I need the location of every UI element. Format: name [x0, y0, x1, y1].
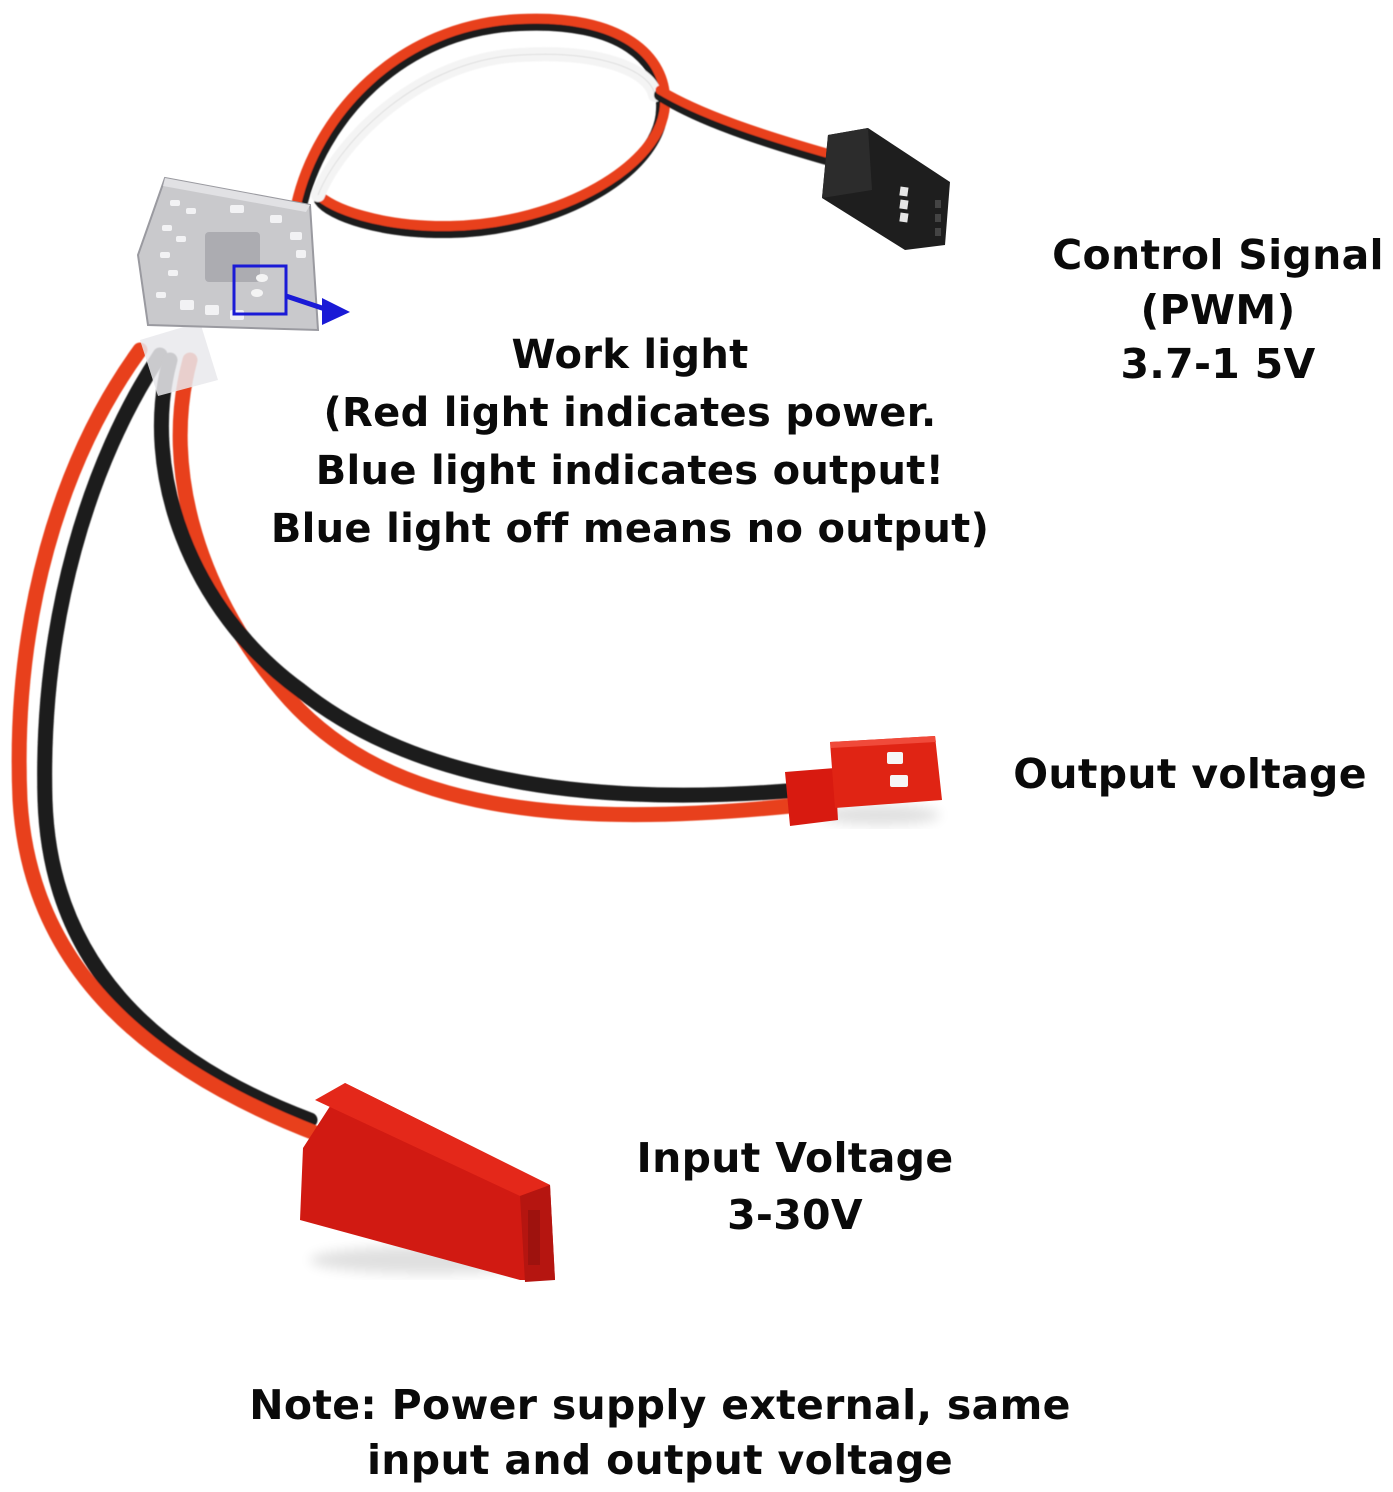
input-lead-wire [11, 342, 328, 1143]
output-jst-connector [785, 736, 942, 826]
work-light-line-2: Blue light indicates output! [315, 448, 945, 494]
note-line-1: Note: Power supply external, same [249, 1381, 1071, 1429]
output-wire-black [153, 352, 808, 803]
servo-connector [822, 128, 950, 250]
pcb-chip [205, 232, 260, 282]
work-light-title: Work light [511, 332, 749, 378]
control-signal-title: Control Signal [1052, 231, 1384, 279]
output-lead-wire [153, 352, 808, 823]
work-light-line-1: (Red light indicates power. [323, 390, 937, 436]
control-signal-label: Control Signal (PWM) 3.7-1 5V [1040, 228, 1393, 392]
pwm-switch-module [136, 176, 320, 396]
note-line-2: input and output voltage [366, 1435, 954, 1484]
input-voltage-range: 3-30V [727, 1190, 863, 1239]
led-highlight-box [232, 264, 288, 316]
servo-wire-to-connector [654, 89, 836, 166]
input-wire-red [11, 342, 328, 1143]
input-wire-black [37, 347, 318, 1128]
led-indicator-power [256, 274, 268, 282]
output-voltage-title: Output voltage [1013, 750, 1367, 798]
work-light-line-3: Blue light off means no output) [270, 506, 990, 552]
input-voltage-title: Input Voltage [636, 1134, 954, 1182]
led-indicator-output [251, 289, 263, 297]
control-signal-subtitle: (PWM) [1140, 285, 1296, 334]
input-voltage-label: Input Voltage 3-30V [590, 1130, 1000, 1243]
work-light-label: Work light (Red light indicates power. B… [240, 326, 1020, 558]
note-label: Note: Power supply external, same input … [160, 1378, 1160, 1487]
input-jst-connector [300, 1083, 555, 1282]
servo-lead-wire [291, 13, 836, 239]
output-voltage-label: Output voltage [990, 750, 1390, 799]
arrow-head-icon [322, 298, 350, 325]
servo-wire-red [291, 13, 671, 232]
output-wire-red [172, 352, 808, 823]
control-signal-range: 3.7-1 5V [1120, 340, 1316, 389]
led-pointer-arrow [285, 293, 329, 313]
